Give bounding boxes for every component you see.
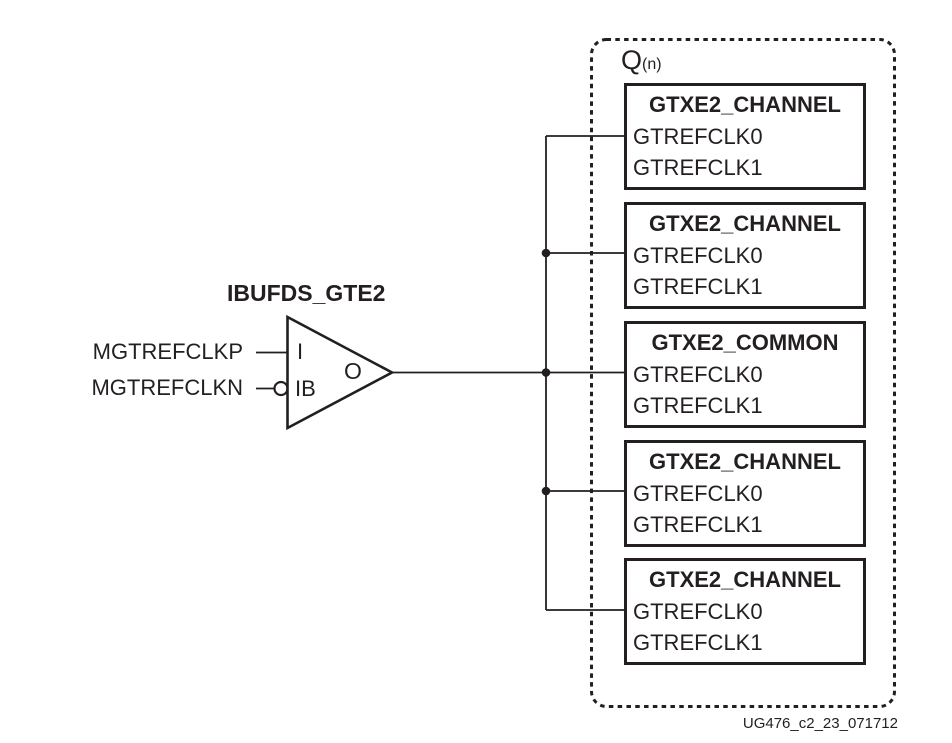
figure-id: UG476_c2_23_071712 xyxy=(742,715,898,732)
block-gtxe2-common: GTXE2_COMMON GTREFCLK0 GTREFCLK1 xyxy=(624,321,866,428)
port-gtrefclk1: GTREFCLK1 xyxy=(633,393,763,418)
input-label-mgtrefclkn: MGTREFCLKN xyxy=(91,375,243,400)
block-title: GTXE2_CHANNEL xyxy=(649,92,841,117)
quad-label-sub: (n) xyxy=(642,56,662,73)
port-gtrefclk0: GTREFCLK0 xyxy=(633,481,763,506)
quad-label-main: Q xyxy=(621,45,643,75)
input-label-mgtrefclkp: MGTREFCLKP xyxy=(92,339,243,364)
pin-label-o: O xyxy=(344,358,362,384)
port-gtrefclk1: GTREFCLK1 xyxy=(633,512,763,537)
port-gtrefclk1: GTREFCLK1 xyxy=(633,155,763,180)
quad-label: Q(n) xyxy=(621,44,662,81)
block-gtxe2-channel-1: GTXE2_CHANNEL GTREFCLK0 GTREFCLK1 xyxy=(624,83,866,190)
quad-dashed-border xyxy=(590,38,896,708)
port-gtrefclk1: GTREFCLK1 xyxy=(633,274,763,299)
block-gtxe2-channel-4: GTXE2_CHANNEL GTREFCLK0 GTREFCLK1 xyxy=(624,558,866,665)
buffer-triangle xyxy=(286,314,395,431)
junction-dot-3 xyxy=(541,486,551,496)
block-title: GTXE2_COMMON xyxy=(651,330,839,355)
port-gtrefclk1: GTREFCLK1 xyxy=(633,630,763,655)
port-gtrefclk0: GTREFCLK0 xyxy=(633,599,763,624)
pin-label-ib: IB xyxy=(295,376,316,401)
block-title: GTXE2_CHANNEL xyxy=(649,449,841,474)
junction-dot-1 xyxy=(541,248,551,258)
pin-label-i: I xyxy=(297,339,304,364)
junction-dot-2 xyxy=(541,368,551,377)
block-gtxe2-channel-3: GTXE2_CHANNEL GTREFCLK0 GTREFCLK1 xyxy=(624,440,866,547)
port-gtrefclk0: GTREFCLK0 xyxy=(633,124,763,149)
block-gtxe2-channel-2: GTXE2_CHANNEL GTREFCLK0 GTREFCLK1 xyxy=(624,202,866,309)
block-title: GTXE2_CHANNEL xyxy=(649,211,841,236)
port-gtrefclk0: GTREFCLK0 xyxy=(633,243,763,268)
block-title: GTXE2_CHANNEL xyxy=(649,567,841,592)
port-gtrefclk0: GTREFCLK0 xyxy=(633,362,763,387)
buffer-title: IBUFDS_GTE2 xyxy=(227,280,386,306)
inversion-bubble xyxy=(273,380,289,397)
